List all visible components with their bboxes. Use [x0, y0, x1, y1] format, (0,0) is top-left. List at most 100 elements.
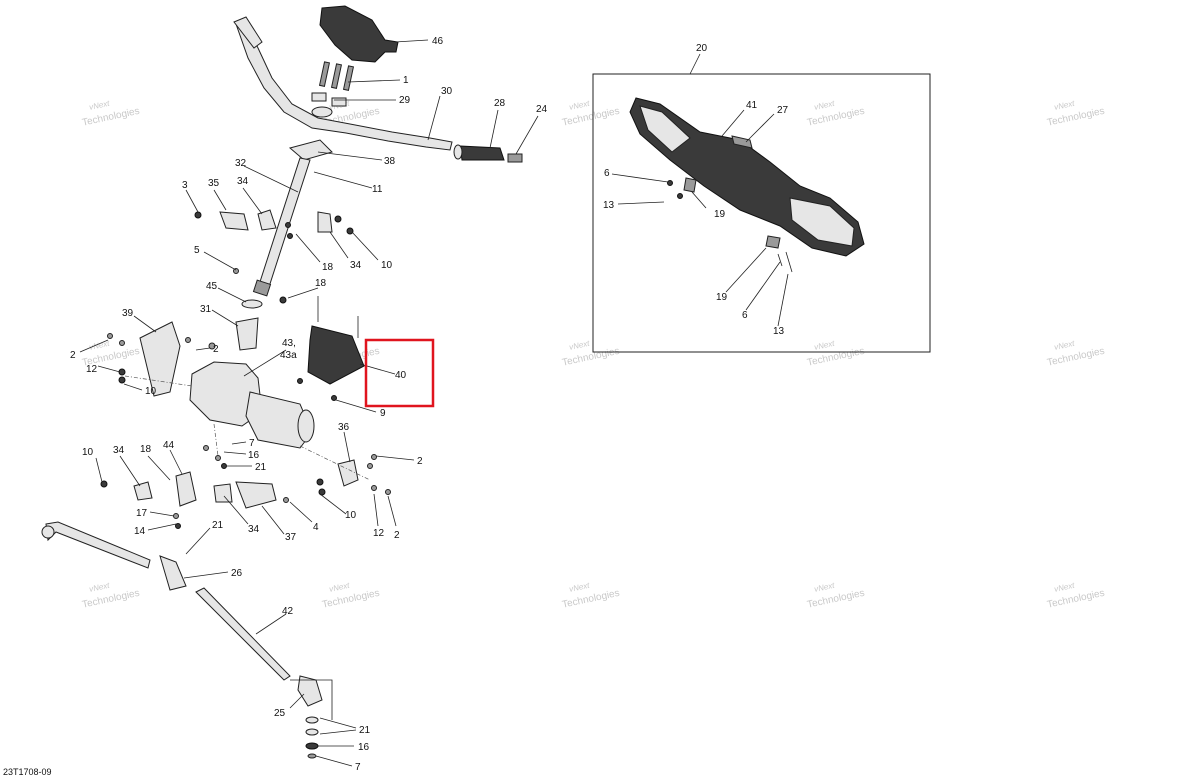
part-label[interactable]: 11 [372, 184, 383, 195]
part-label[interactable]: 6 [742, 310, 748, 321]
part-label[interactable]: 45 [206, 281, 218, 292]
column-bushing[interactable] [257, 209, 277, 231]
bolt[interactable] [371, 485, 377, 491]
column-bushing[interactable] [317, 211, 333, 233]
nut[interactable] [100, 480, 108, 488]
part-label[interactable]: 32 [235, 158, 247, 169]
part-label[interactable]: 19 [716, 292, 728, 303]
steering-motor[interactable] [245, 391, 313, 449]
part-label[interactable]: 17 [136, 508, 148, 519]
part-label[interactable]: 13 [603, 200, 615, 211]
tie-rod-left[interactable] [45, 521, 151, 569]
bolt[interactable] [667, 180, 673, 186]
column-boot[interactable] [235, 317, 259, 351]
washer[interactable] [305, 716, 319, 724]
nut[interactable] [175, 523, 181, 529]
bushing-bracket[interactable] [219, 211, 249, 231]
part-label[interactable]: 9 [380, 408, 386, 419]
cotter-pin[interactable] [307, 753, 317, 759]
handlebar-clamp[interactable] [311, 92, 327, 102]
part-label[interactable]: 14 [134, 526, 146, 537]
bar-end[interactable] [507, 153, 523, 163]
bolt[interactable] [119, 340, 125, 346]
part-label[interactable]: 42 [282, 606, 294, 617]
part-label[interactable]: 18 [315, 278, 327, 289]
part-label[interactable]: 34 [248, 524, 260, 535]
part-label[interactable]: 16 [358, 742, 370, 753]
pitman-bracket[interactable] [235, 481, 277, 509]
part-label[interactable]: 31 [200, 304, 212, 315]
seat-strap[interactable] [731, 135, 753, 149]
part-label[interactable]: 36 [338, 422, 350, 433]
part-label[interactable]: 43, [282, 338, 296, 349]
part-label[interactable]: 30 [441, 86, 453, 97]
tie-rod-end[interactable] [41, 525, 55, 539]
part-label[interactable]: 38 [384, 156, 396, 167]
washer[interactable] [305, 728, 319, 736]
part-label[interactable]: 34 [350, 260, 362, 271]
nut[interactable] [221, 463, 227, 469]
part-label[interactable]: 20 [696, 43, 708, 54]
part-label[interactable]: 10 [82, 447, 94, 458]
nut[interactable] [285, 222, 291, 228]
pitman-bushing[interactable] [133, 481, 153, 501]
part-label[interactable]: 27 [777, 105, 789, 116]
nut[interactable] [316, 478, 324, 486]
part-label[interactable]: 40 [395, 370, 407, 381]
part-label[interactable]: 4 [313, 522, 319, 533]
mount-bracket-right[interactable] [337, 459, 359, 487]
handlebar-bar[interactable] [235, 19, 453, 151]
part-label[interactable]: 34 [237, 176, 249, 187]
handlebar-pad[interactable] [319, 5, 399, 63]
nut[interactable] [287, 233, 293, 239]
part-label[interactable]: 1 [403, 75, 409, 86]
part-label[interactable]: 10 [381, 260, 393, 271]
handlebar-clamp[interactable] [331, 97, 347, 107]
part-label[interactable]: 10 [345, 510, 357, 521]
bolt[interactable] [371, 454, 377, 460]
part-label[interactable]: 19 [714, 209, 726, 220]
part-label[interactable]: 39 [122, 308, 134, 319]
nut[interactable] [334, 215, 342, 223]
bolt[interactable] [194, 211, 202, 219]
part-label[interactable]: 13 [773, 326, 785, 337]
column-clamp[interactable] [288, 139, 333, 161]
part-label[interactable]: 43a [280, 350, 297, 361]
part-label[interactable]: 28 [494, 98, 506, 109]
left-grip[interactable] [233, 16, 263, 49]
part-label[interactable]: 41 [746, 100, 758, 111]
part-label[interactable]: 44 [163, 440, 175, 451]
part-label[interactable]: 2 [213, 344, 219, 355]
part-label[interactable]: 37 [285, 532, 297, 543]
bolt[interactable] [208, 342, 216, 350]
part-label[interactable]: 34 [113, 445, 125, 456]
part-label[interactable]: 10 [145, 386, 157, 397]
part-label[interactable]: 3 [182, 180, 188, 191]
seat-latch[interactable] [765, 235, 781, 249]
nut[interactable] [279, 296, 287, 304]
handlebar-bolts[interactable] [318, 61, 355, 91]
pitman-arm[interactable] [175, 471, 197, 507]
part-label[interactable]: 2 [394, 530, 400, 541]
bolt[interactable] [367, 463, 373, 469]
part-label[interactable]: 6 [604, 168, 610, 179]
part-label[interactable]: 12 [86, 364, 98, 375]
nut[interactable] [331, 395, 337, 401]
nut[interactable] [305, 742, 319, 750]
right-grip[interactable] [459, 145, 505, 161]
nut[interactable] [118, 376, 126, 384]
part-label[interactable]: 35 [208, 178, 220, 189]
tie-rod-end-right[interactable] [297, 675, 323, 707]
part-label[interactable]: 7 [355, 762, 361, 773]
part-label[interactable]: 21 [212, 520, 224, 531]
part-label[interactable]: 2 [417, 456, 423, 467]
washer[interactable] [203, 445, 209, 451]
part-label[interactable]: 24 [536, 104, 548, 115]
seat-latch[interactable] [683, 177, 697, 193]
part-label[interactable]: 2 [70, 350, 76, 361]
bolt[interactable] [185, 337, 191, 343]
part-label[interactable]: 46 [432, 36, 444, 47]
bolt[interactable] [385, 489, 391, 495]
mount-bracket-left[interactable] [139, 321, 181, 397]
pitman-bushing[interactable] [213, 483, 233, 503]
